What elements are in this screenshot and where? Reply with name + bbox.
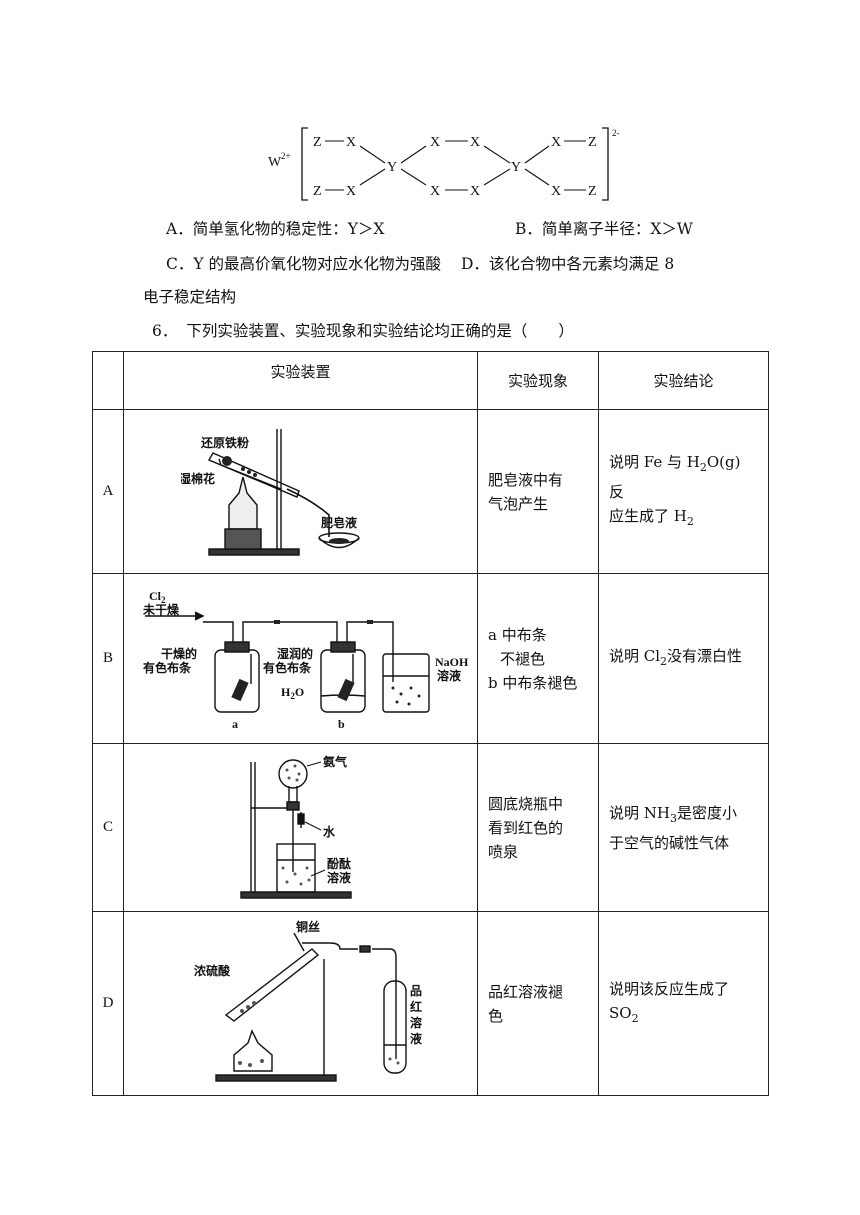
label-soap: 肥皂液	[321, 515, 357, 530]
label-wet-cotton: 湿棉花	[181, 471, 215, 486]
option-b: B．简单离子半径：X＞W	[515, 220, 693, 238]
apparatus-a: 还原铁粉 湿棉花 肥皂液	[123, 409, 478, 574]
header-blank	[92, 351, 124, 410]
label-hong: 红	[410, 999, 422, 1014]
label-phenol-solution: 溶液	[327, 870, 351, 885]
apparatus-a-drawing: 还原铁粉 湿棉花 肥皂液	[181, 428, 360, 556]
apparatus-c-drawing: 氨气 水 酚酞 溶液	[239, 754, 352, 899]
header-conclusion: 实验结论	[598, 351, 769, 410]
svg-text:X: X	[346, 135, 356, 150]
phenomenon-d: 品红溶液褪 色	[477, 911, 599, 1096]
option-d: D．该化合物中各元素均满足 8	[461, 255, 675, 273]
apparatus-c: 氨气 水 酚酞 溶液	[123, 743, 478, 912]
anion-charge: 2-	[612, 128, 620, 138]
label-undried: 未干燥	[142, 602, 180, 617]
label-bottle-b: b	[338, 717, 345, 731]
apparatus-b: Cl2 未干燥 干燥的 有色布条 湿润的 有色布条 H2O NaOH 溶液 a …	[123, 573, 478, 744]
header-device: 实验装置	[123, 351, 478, 410]
label-dry-1: 干燥的	[161, 646, 197, 661]
question-number: 6．	[152, 322, 178, 340]
row-letter: C	[92, 743, 124, 912]
apparatus-b-drawing: Cl2 未干燥 干燥的 有色布条 湿润的 有色布条 H2O NaOH 溶液 a …	[142, 589, 469, 731]
svg-text:X: X	[551, 184, 561, 199]
label-water: 水	[323, 824, 336, 839]
label-bottle-a: a	[232, 717, 238, 731]
row-letter: D	[92, 911, 124, 1096]
conclusion-d: 说明该反应生成了 SO2	[598, 911, 769, 1096]
structural-formula: W 2+ 2- Z Z X X Y X X X X	[268, 122, 628, 208]
apparatus-d: 铜丝 浓硫酸 品 红 溶 液	[123, 911, 478, 1096]
table-row: B	[92, 573, 769, 744]
svg-text:X: X	[470, 184, 480, 199]
phenomenon-b: a 中布条 不褪色 b 中布条褪色	[477, 573, 599, 744]
table-header-row: 实验装置 实验现象 实验结论	[92, 351, 769, 410]
question-text: 下列实验装置、实验现象和实验结论均正确的是（ ）	[186, 322, 574, 340]
svg-text:Z: Z	[313, 184, 322, 199]
header-phenomenon: 实验现象	[477, 351, 599, 410]
cation-charge: 2+	[281, 151, 291, 161]
label-rong: 溶	[410, 1015, 422, 1030]
row-letter: B	[92, 573, 124, 744]
option-a: A．简单氢化物的稳定性：Y＞X	[166, 220, 385, 238]
conclusion-a: 说明 Fe 与 H2O(g) 反 应生成了 H2	[598, 409, 769, 574]
table-row: A	[92, 409, 769, 574]
label-ammonia: 氨气	[323, 754, 347, 769]
phenomenon-a: 肥皂液中有 气泡产生	[477, 409, 599, 574]
question-6: 6． 下列实验装置、实验现象和实验结论均正确的是（ ）	[152, 320, 574, 342]
conclusion-c: 说明 NH3是密度小 于空气的碱性气体	[598, 743, 769, 912]
label-wet-1: 湿润的	[277, 646, 313, 661]
svg-text:Y: Y	[387, 160, 397, 175]
svg-text:X: X	[430, 135, 440, 150]
svg-text:Z: Z	[588, 184, 597, 199]
label-conc-sulfuric-acid: 浓硫酸	[194, 963, 231, 978]
label-solution: 溶液	[437, 668, 461, 683]
table-row: D	[92, 911, 769, 1096]
apparatus-d-drawing: 铜丝 浓硫酸 品 红 溶 液	[194, 919, 422, 1082]
label-naoh: NaOH	[435, 655, 469, 669]
cation-symbol: W	[268, 155, 282, 170]
label-wet-2: 有色布条	[263, 660, 312, 675]
svg-text:X: X	[470, 135, 480, 150]
label-iron-powder: 还原铁粉	[200, 435, 249, 450]
table-row: C	[92, 743, 769, 912]
label-h2o: H2O	[281, 685, 304, 701]
conclusion-b: 说明 Cl2没有漂白性	[598, 573, 769, 744]
svg-text:Y: Y	[511, 160, 521, 175]
label-pin: 品	[410, 984, 422, 998]
label-phenolphthalein: 酚酞	[327, 856, 351, 871]
row-letter: A	[92, 409, 124, 574]
svg-text:X: X	[430, 184, 440, 199]
label-ye: 液	[410, 1031, 422, 1046]
phenomenon-c: 圆底烧瓶中 看到红色的 喷泉	[477, 743, 599, 912]
experiment-table: 实验装置 实验现象 实验结论 A	[92, 351, 769, 1096]
svg-text:X: X	[346, 184, 356, 199]
label-dry-2: 有色布条	[143, 660, 192, 675]
option-d-continued: 电子稳定结构	[143, 288, 237, 306]
label-cl2: Cl2	[149, 589, 166, 605]
option-c: C．Y 的最高价氧化物对应水化物为强酸	[166, 255, 442, 273]
svg-text:Z: Z	[588, 135, 597, 150]
svg-text:X: X	[551, 135, 561, 150]
svg-text:Z: Z	[313, 135, 322, 150]
label-copper-wire: 铜丝	[296, 919, 320, 934]
